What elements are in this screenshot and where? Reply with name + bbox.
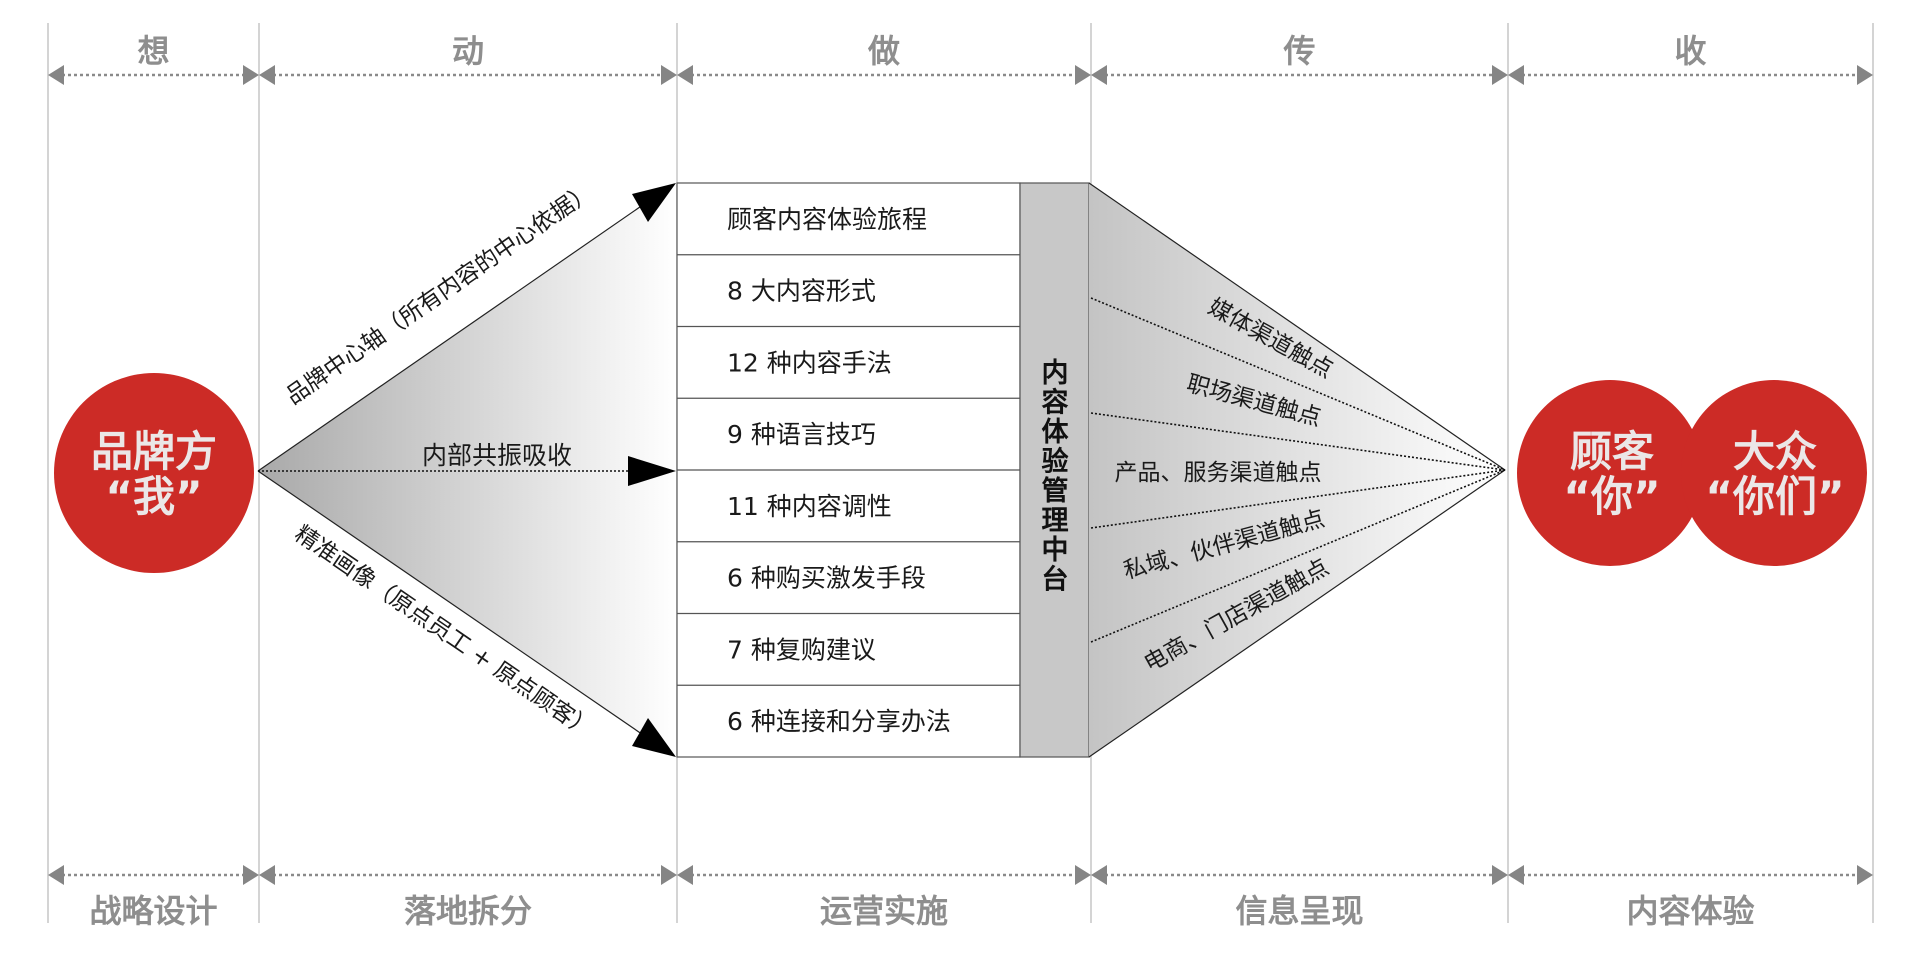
arrow-right-icon — [1857, 865, 1873, 885]
customer-line2: “你” — [1563, 472, 1660, 521]
hub-char: 验 — [1042, 446, 1069, 478]
arrow-right-icon — [661, 865, 677, 885]
hub-char: 体 — [1042, 417, 1070, 448]
upper-flow-line — [257, 199, 651, 472]
arrow-left-icon — [48, 865, 64, 885]
arrow-left-icon — [1091, 65, 1107, 85]
phase-ruler-bottom: 战略设计 落地拆分 运营实施 信息呈现 内容体验 — [48, 865, 1873, 930]
hub-char: 中 — [1042, 535, 1069, 566]
middle-flow-label: 内部共振吸收 — [422, 441, 572, 470]
arrow-left-icon — [1091, 865, 1107, 885]
content-row: 6 种购买激发手段 — [727, 564, 926, 593]
public-line1: 大众 — [1733, 427, 1817, 476]
arrow-left-icon — [677, 65, 693, 85]
arrow-right-icon — [243, 65, 259, 85]
arrow-right-icon — [1075, 865, 1091, 885]
bottom-phase-label: 运营实施 — [820, 892, 948, 930]
channel-dividers — [1090, 297, 1506, 643]
arrow-right-icon — [243, 865, 259, 885]
arrow-right-icon — [1492, 65, 1508, 85]
brand-circle — [54, 373, 254, 573]
channel-divider-line — [1090, 412, 1506, 471]
upper-arrowhead-icon — [632, 183, 676, 222]
channel-divider-line — [1090, 297, 1506, 471]
hub-char: 理 — [1042, 506, 1069, 537]
arrow-right-icon — [661, 65, 677, 85]
arrow-left-icon — [259, 865, 275, 885]
source-line2: “我” — [105, 472, 202, 521]
middle-arrowhead-icon — [628, 456, 676, 486]
right-fan-top-edge — [1088, 182, 1506, 471]
customer-circle — [1517, 380, 1703, 566]
arrow-right-icon — [1857, 65, 1873, 85]
content-row: 6 种连接和分享办法 — [727, 707, 951, 736]
channel-divider-line — [1090, 469, 1506, 643]
content-row: 12 种内容手法 — [727, 348, 892, 377]
hub-char: 容 — [1042, 387, 1069, 419]
arrow-left-icon — [1508, 65, 1524, 85]
channel-divider-line — [1090, 469, 1506, 529]
audience-circles: 顾客 “你” 大众 “你们” — [1517, 380, 1867, 566]
content-row: 7 种复购建议 — [727, 635, 876, 664]
arrow-left-icon — [259, 65, 275, 85]
right-fan-shape — [1089, 183, 1505, 757]
top-phase-label: 收 — [1674, 32, 1706, 70]
content-row: 11 种内容调性 — [727, 492, 892, 521]
channel-label: 产品、服务渠道触点 — [1115, 460, 1322, 486]
content-row: 8 大内容形式 — [727, 277, 876, 306]
bottom-phase-label: 内容体验 — [1626, 892, 1754, 930]
content-row: 顾客内容体验旅程 — [727, 205, 927, 234]
left-fan-shape — [258, 183, 676, 757]
arrow-left-icon — [48, 65, 64, 85]
content-stack: 顾客内容体验旅程 8 大内容形式 12 种内容手法 9 种语言技巧 11 种内容调性 6 … — [676, 182, 1021, 758]
top-phase-label: 想 — [137, 32, 169, 70]
bottom-phase-label: 战略设计 — [89, 892, 217, 930]
customer-line1: 顾客 — [1570, 427, 1654, 476]
source-line1: 品牌方 — [91, 427, 217, 476]
arrow-left-icon — [677, 865, 693, 885]
content-row: 9 种语言技巧 — [727, 420, 876, 449]
left-fan: 品牌中心轴（所有内容的中心依据） 内部共振吸收 精准画像（原点员工 + 原点顾客… — [257, 179, 676, 757]
public-line2: “你们” — [1705, 472, 1844, 521]
hub-char: 管 — [1042, 476, 1069, 507]
top-phase-label: 做 — [867, 32, 900, 70]
right-fan-bottom-edge — [1088, 469, 1506, 758]
arrow-right-icon — [1492, 865, 1508, 885]
top-phase-label: 动 — [452, 32, 484, 70]
public-circle — [1681, 380, 1867, 566]
bottom-phase-label: 落地拆分 — [404, 892, 532, 930]
bottom-phase-label: 信息呈现 — [1235, 892, 1363, 930]
source-circle: 品牌方 “我” — [54, 373, 254, 573]
phase-ruler-top: 想动做传收 — [48, 32, 1873, 85]
hub-char: 台 — [1042, 564, 1069, 596]
hub-char: 内 — [1042, 358, 1069, 389]
lower-arrowhead-icon — [632, 718, 676, 757]
lower-flow-line — [257, 470, 653, 742]
arrow-right-icon — [1075, 65, 1091, 85]
top-phase-label: 传 — [1282, 32, 1315, 70]
arrow-left-icon — [1508, 865, 1524, 885]
hub-column-bg — [1019, 182, 1090, 758]
